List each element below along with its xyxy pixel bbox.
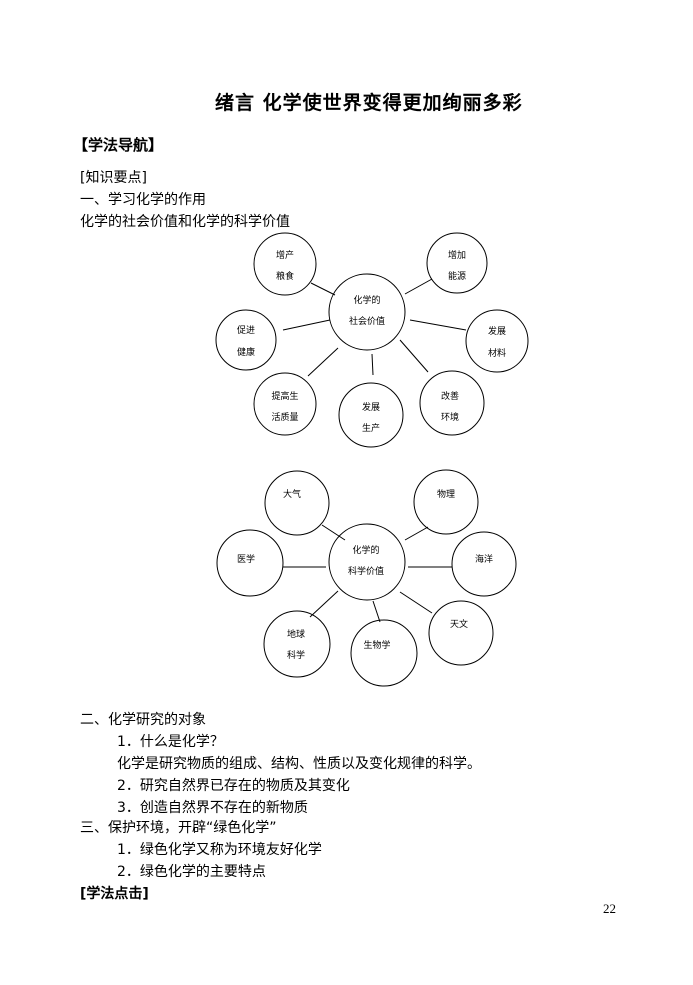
svg-text:天文: 天文 — [450, 618, 468, 630]
svg-text:发展: 发展 — [488, 325, 506, 337]
node-develop-materials: 发展 材料 — [465, 309, 529, 373]
svg-text:医学: 医学 — [237, 553, 255, 565]
section2-heading: 二、化学研究的对象 — [80, 712, 206, 728]
svg-text:活质量: 活质量 — [271, 411, 298, 423]
node-astronomy: 天文 — [428, 600, 494, 666]
section1-subheading: 化学的社会价值和化学的科学价值 — [80, 214, 290, 230]
svg-text:发展: 发展 — [362, 401, 380, 413]
svg-text:环境: 环境 — [441, 411, 459, 423]
node-develop-production: 发展 生产 — [338, 382, 404, 448]
svg-text:改善: 改善 — [441, 390, 459, 402]
svg-text:海洋: 海洋 — [475, 553, 493, 565]
center-label-line2: 社会价值 — [349, 315, 385, 327]
svg-text:材料: 材料 — [488, 347, 506, 359]
node-promote-health: 促进 健康 — [215, 309, 277, 371]
svg-text:生物学: 生物学 — [363, 639, 390, 651]
svg-text:地球: 地球 — [287, 628, 305, 640]
node-earth-science: 地球 科学 — [263, 610, 331, 678]
node-ocean: 海洋 — [451, 531, 517, 597]
node-increase-grain: 增产 粮食 — [253, 232, 317, 296]
svg-text:提高生: 提高生 — [271, 390, 298, 402]
svg-text:增产: 增产 — [276, 249, 294, 261]
section2-item1-answer: 化学是研究物质的组成、结构、性质以及变化规律的科学。 — [117, 756, 481, 772]
study-tips-label: [学法点击] — [80, 886, 149, 902]
svg-text:能源: 能源 — [448, 270, 466, 282]
svg-text:物理: 物理 — [437, 488, 455, 500]
svg-text:健康: 健康 — [237, 346, 255, 358]
svg-text:粮食: 粮食 — [276, 270, 294, 282]
node-improve-life-quality: 提高生 活质量 — [253, 372, 317, 436]
scientific-value-diagram: 化学的 科学价值 大气 物理 医学 海洋 天文 地球 科学 — [216, 469, 517, 687]
node-biology: 生物学 — [350, 619, 418, 687]
center-node: 化学的 社会价值 — [328, 273, 406, 351]
center-label-line2: 科学价值 — [348, 565, 384, 577]
knowledge-points-label: [知识要点] — [80, 170, 147, 186]
node-improve-environment: 改善 环境 — [419, 370, 485, 436]
svg-text:增加: 增加 — [448, 249, 466, 261]
section3-item1: 1．绿色化学又称为环境友好化学 — [117, 842, 322, 858]
svg-text:大气: 大气 — [283, 488, 301, 500]
svg-text:促进: 促进 — [237, 324, 255, 336]
node-medicine: 医学 — [216, 529, 284, 597]
node-atmosphere: 大气 — [264, 470, 330, 536]
node-increase-energy: 增加 能源 — [426, 232, 488, 294]
section1-heading: 一、学习化学的作用 — [80, 192, 206, 208]
center-label-line1: 化学的 — [353, 294, 380, 306]
section3-heading: 三、保护环境，开辟“绿色化学” — [80, 820, 277, 836]
section2-item3: 3．创造自然界不存在的新物质 — [117, 800, 308, 816]
page-number: 22 — [603, 901, 616, 916]
guide-heading: 【学法导航】 — [73, 136, 164, 154]
section3-item2: 2．绿色化学的主要特点 — [117, 864, 266, 880]
svg-text:科学: 科学 — [287, 649, 305, 661]
section2-item2: 2．研究自然界已存在的物质及其变化 — [117, 778, 350, 794]
page-title: 绪言 化学使世界变得更加绚丽多彩 — [215, 92, 523, 114]
social-value-diagram: 化学的 社会价值 增产 粮食 增加 能源 促进 健康 发展 材料 提高生 活质量 — [215, 232, 529, 448]
center-label-line1: 化学的 — [352, 544, 379, 556]
center-node: 化学的 科学价值 — [328, 523, 406, 601]
svg-text:生产: 生产 — [362, 422, 380, 434]
section2-item1: 1．什么是化学？ — [117, 734, 224, 750]
node-physics: 物理 — [413, 469, 479, 535]
